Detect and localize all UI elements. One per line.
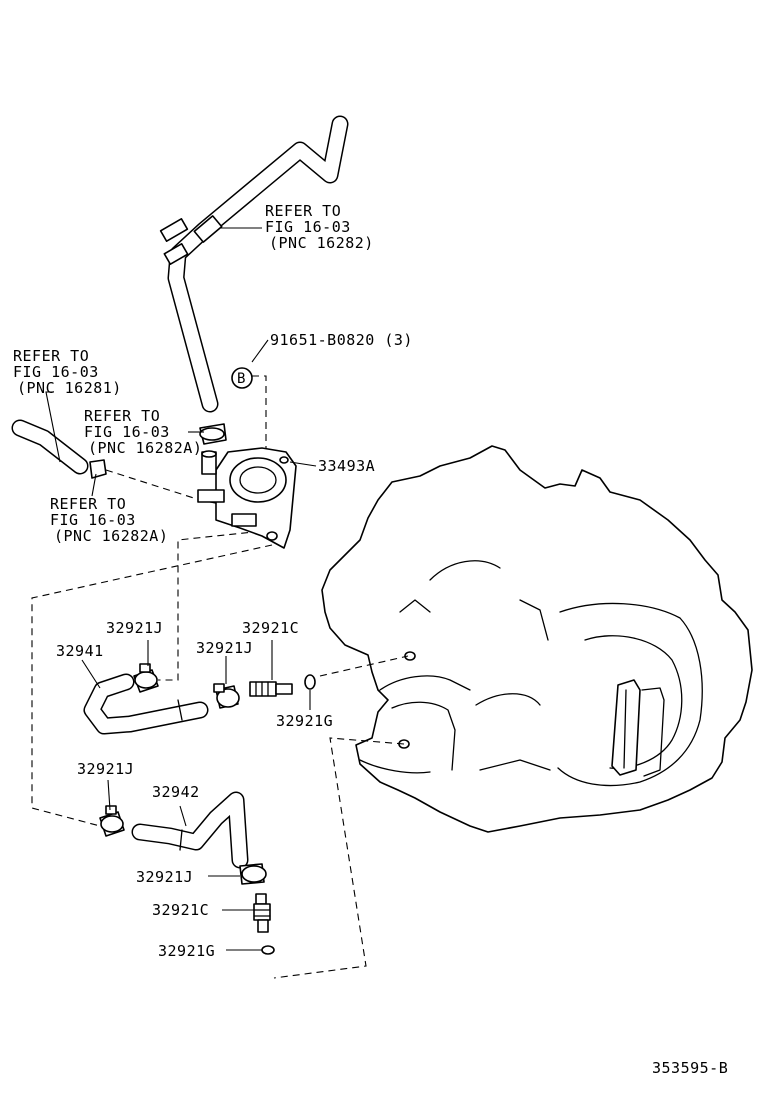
refer-upper-line-1: REFER TO [265,202,341,220]
assembly-dashed-lines [31,375,409,979]
refer-mid-line-1: REFER TO [84,407,160,425]
clamp-2-part-label: 32921J [196,639,253,657]
reference-marker-b: B [231,367,253,389]
upper-hose [159,115,349,413]
refer-mid-line-3: (PNC 16282A) [88,439,202,457]
gasket-1-part-label: 32921G [276,712,333,730]
oil-cooler [197,447,297,549]
refer-lower-line-1: REFER TO [50,495,126,513]
union-fitting-upper-icon [249,681,293,697]
cooler-part-label: 33493A [318,457,375,475]
hose-clamp-3-icon [99,805,125,837]
hose-a-part-label: 32941 [56,642,104,660]
gasket-upper-icon [304,674,316,690]
leader-lines [45,227,317,951]
hose-clamp-2-icon [213,683,240,709]
transaxle-housing [321,445,753,833]
clamp-4-part-label: 32921J [136,868,193,886]
gasket-lower-icon [261,945,275,955]
gasket-2-part-label: 32921G [158,942,215,960]
refer-left-line-3: (PNC 16281) [17,379,122,397]
refer-left-line-1: REFER TO [13,347,89,365]
clamp-1-part-label: 32921J [106,619,163,637]
hose-32942 [131,791,249,869]
refer-upper-line-2: FIG 16-03 [265,218,351,236]
union-fitting-lower-icon [253,893,271,933]
refer-left-line-2: FIG 16-03 [13,363,99,381]
clamp-3-part-label: 32921J [77,760,134,778]
hose-32941 [83,673,209,735]
union-2-part-label: 32921C [152,901,209,919]
refer-lower-line-3: (PNC 16282A) [54,527,168,545]
refer-lower-line-2: FIG 16-03 [50,511,136,529]
refer-mid-line-2: FIG 16-03 [84,423,170,441]
refer-upper-label: REFER TO FIG 16-03 (PNC 16282) [265,202,374,252]
hose-b-part-label: 32942 [152,783,200,801]
hose-clamp-upper-icon [199,423,227,445]
union-1-part-label: 32921C [242,619,299,637]
refer-left-label: REFER TO FIG 16-03 (PNC 16281) [13,347,122,397]
marker-b-letter: B [237,371,246,387]
hose-clamp-4-icon [239,863,267,885]
figure-id-label: 353595-B [652,1059,728,1077]
hose-clamp-1-icon [133,663,159,693]
bolt-part-label: 91651-B0820 (3) [270,331,413,349]
refer-lower-label: REFER TO FIG 16-03 (PNC 16282A) [50,495,168,545]
left-hose [11,419,107,479]
refer-upper-line-3: (PNC 16282) [269,234,374,252]
refer-mid-label: REFER TO FIG 16-03 (PNC 16282A) [84,407,202,457]
